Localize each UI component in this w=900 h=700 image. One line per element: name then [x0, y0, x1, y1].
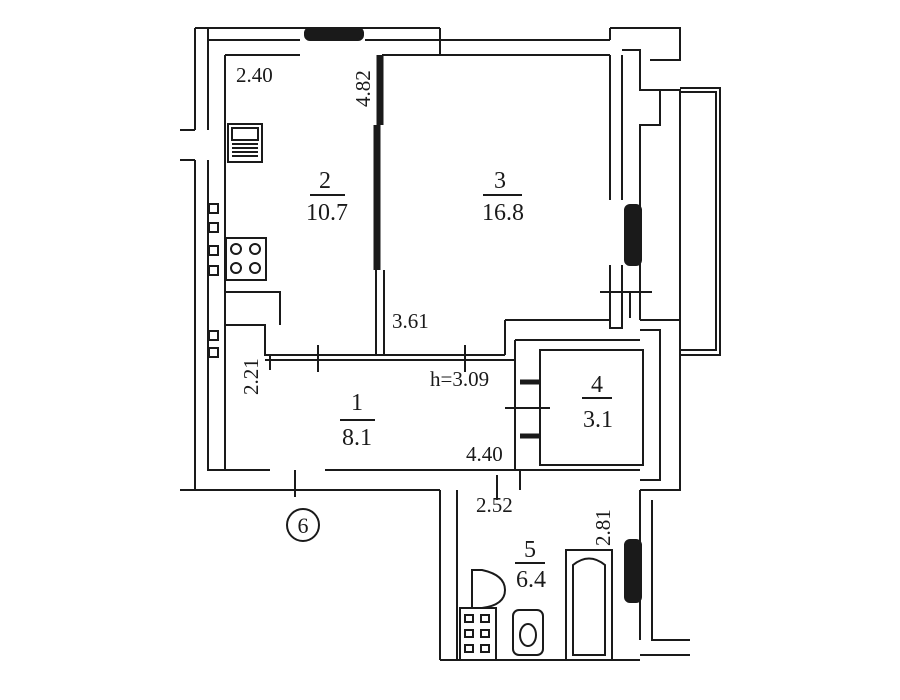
- washbasin-icon: [471, 569, 507, 609]
- kitchen-length-dim: 4.82: [351, 70, 375, 107]
- door-markers: [294, 291, 652, 500]
- bathtub-icon: [565, 549, 613, 661]
- hall-width-dim: 2.21: [239, 358, 263, 395]
- kitchen-sink-icon: [227, 123, 263, 163]
- interior-walls: [224, 54, 644, 490]
- room-3-number: 3: [494, 168, 506, 194]
- wall-sockets: [208, 203, 219, 358]
- room-2-area: 10.7: [306, 200, 348, 226]
- living-width-dim: 3.61: [392, 309, 429, 333]
- hall-length-dim: 4.40: [466, 442, 503, 466]
- room-1-area: 8.1: [342, 425, 372, 451]
- room-5-area: 6.4: [516, 567, 546, 593]
- windows: [304, 27, 642, 603]
- room-4-number: 4: [591, 372, 603, 398]
- room-2-number: 2: [319, 168, 331, 194]
- axis-marker-circle: [286, 508, 320, 542]
- kitchen-width-dim: 2.40: [236, 63, 273, 87]
- room-4-area: 3.1: [583, 407, 613, 433]
- bath-length-dim: 2.81: [591, 509, 615, 546]
- washing-machine-icon: [459, 607, 497, 661]
- room-3-area: 16.8: [482, 200, 524, 226]
- ceiling-height-dim: h=3.09: [430, 367, 489, 391]
- room-5-number: 5: [524, 537, 536, 563]
- toilet-icon: [512, 609, 544, 656]
- area-fraction-lines: [310, 194, 612, 564]
- bath-width-dim: 2.52: [476, 493, 513, 517]
- room-1-number: 1: [351, 390, 363, 416]
- stove-icon: [225, 237, 267, 281]
- axis-marker-label: 6: [298, 513, 309, 538]
- partition-wall: [373, 55, 384, 270]
